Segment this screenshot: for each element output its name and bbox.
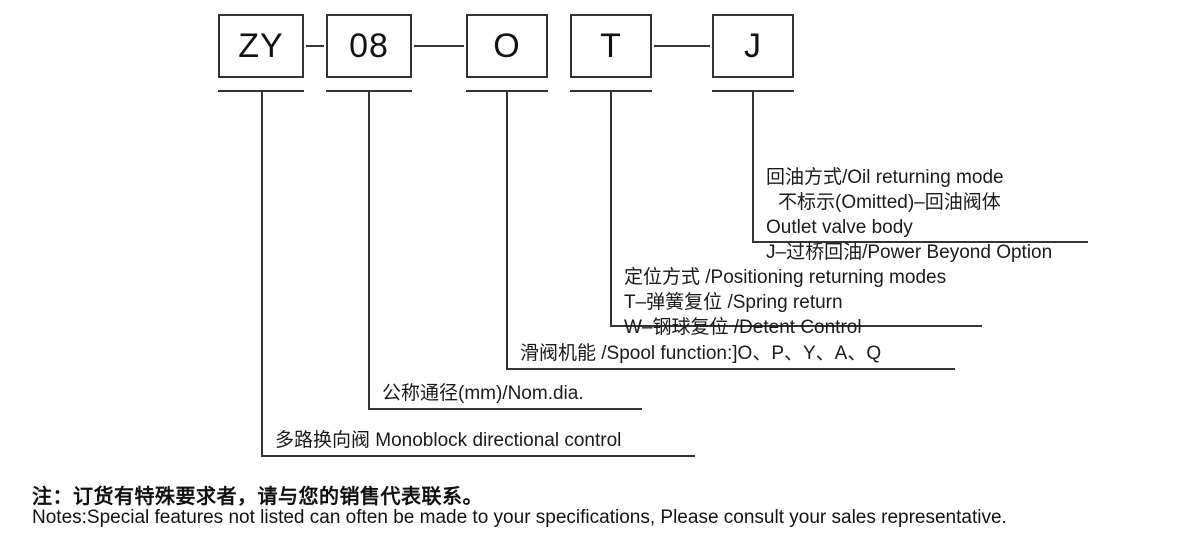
oil-returning-line-1: 回油方式/Oil returning mode bbox=[766, 167, 1004, 188]
leader-underline-oil-returning bbox=[752, 241, 1088, 243]
leader-line-spool-function bbox=[506, 90, 508, 369]
leader-line-monoblock bbox=[261, 90, 263, 456]
dash-series-to-dia bbox=[306, 45, 324, 47]
leader-line-positioning bbox=[610, 90, 612, 326]
dash-positioning-to-oil-return bbox=[654, 45, 710, 47]
code-box-spool-value: O bbox=[493, 27, 521, 65]
description-nominal-diameter: 公称通径(mm)/Nom.dia. bbox=[382, 381, 584, 406]
leader-line-oil-returning bbox=[752, 90, 754, 242]
leader-underline-spool-function bbox=[506, 368, 955, 370]
positioning-line-1: 定位方式 /Positioning returning modes bbox=[624, 267, 947, 288]
code-box-series: ZY bbox=[218, 14, 304, 78]
code-box-series-value: ZY bbox=[238, 27, 284, 65]
monoblock-line-1: 多路换向阀 Monoblock directional control bbox=[275, 430, 622, 451]
code-box-spool: O bbox=[466, 14, 548, 78]
positioning-line-3: W–钢球复位 /Detent Control bbox=[624, 317, 862, 338]
code-box-oil-return: J bbox=[712, 14, 794, 78]
leader-underline-nominal-diameter bbox=[368, 408, 642, 410]
leader-line-nominal-diameter bbox=[368, 90, 370, 409]
oil-returning-line-2: 不标示(Omitted)–回油阀体 bbox=[778, 192, 1001, 213]
code-box-nominal-dia: 08 bbox=[326, 14, 412, 78]
description-positioning: 定位方式 /Positioning returning modes T–弹簧复位… bbox=[624, 265, 946, 340]
spool-function-line-1: 滑阀机能 /Spool function:]O、P、Y、A、Q bbox=[520, 343, 882, 364]
code-box-oil-return-value: J bbox=[744, 27, 762, 65]
dash-dia-to-spool bbox=[414, 45, 464, 47]
code-box-positioning-value: T bbox=[600, 27, 622, 65]
leader-underline-monoblock bbox=[261, 455, 695, 457]
oil-returning-line-3: Outlet valve body bbox=[766, 217, 913, 238]
description-oil-returning: 回油方式/Oil returning mode 不标示(Omitted)–回油阀… bbox=[766, 165, 1052, 265]
note-english: Notes:Special features not listed can of… bbox=[32, 507, 1007, 528]
note-chinese: 注：订货有特殊要求者，请与您的销售代表联系。 bbox=[32, 486, 483, 508]
nominal-diameter-line-1: 公称通径(mm)/Nom.dia. bbox=[382, 383, 584, 404]
leader-underline-positioning bbox=[610, 325, 982, 327]
positioning-line-2: T–弹簧复位 /Spring return bbox=[624, 292, 843, 313]
description-monoblock: 多路换向阀 Monoblock directional control bbox=[275, 428, 621, 453]
description-spool-function: 滑阀机能 /Spool function:]O、P、Y、A、Q bbox=[520, 341, 881, 366]
code-box-positioning: T bbox=[570, 14, 652, 78]
code-box-nominal-dia-value: 08 bbox=[349, 27, 389, 65]
oil-returning-line-4: J–过桥回油/Power Beyond Option bbox=[766, 242, 1053, 263]
